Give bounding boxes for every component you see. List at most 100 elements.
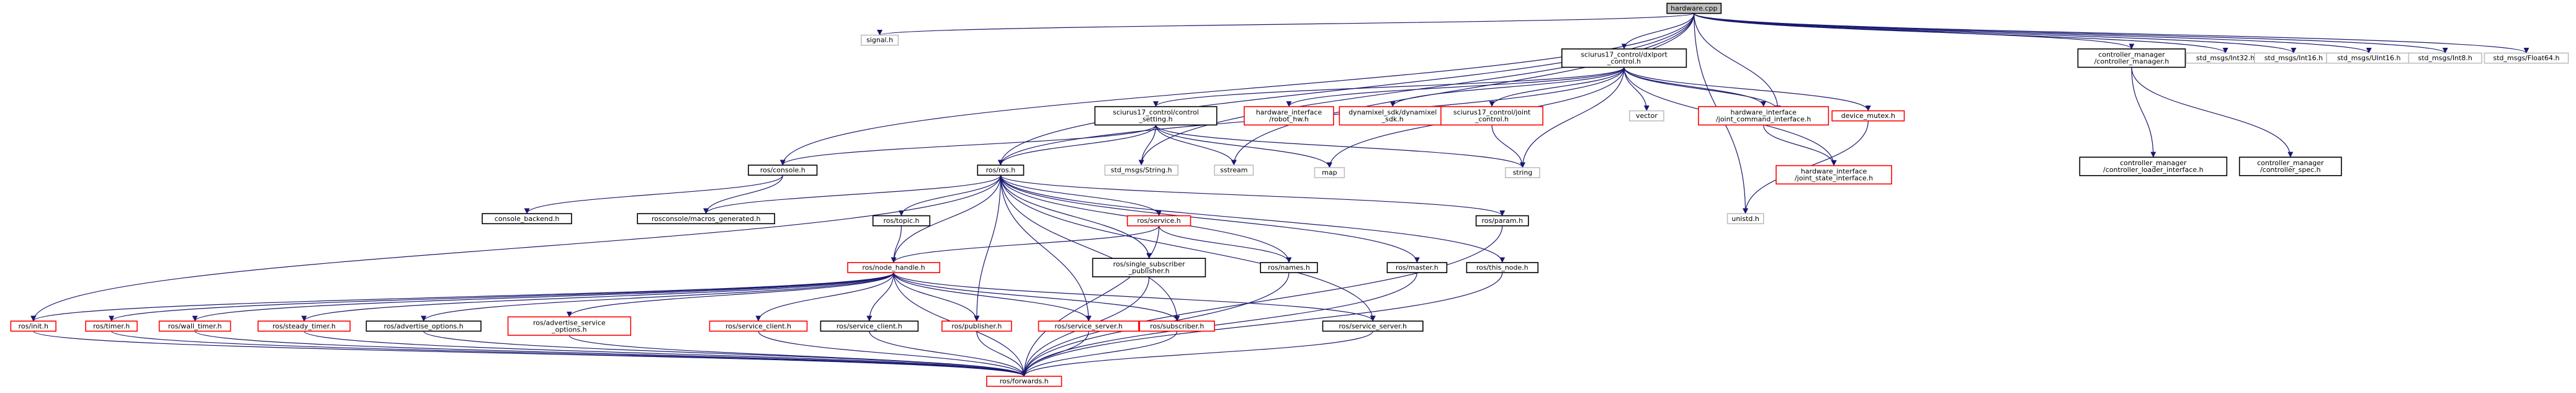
node-label: console_backend.h	[495, 215, 560, 223]
node-label: rosconsole/macros_generated.h	[652, 215, 761, 223]
node-ros-steady-timer[interactable]: ros/steady_timer.h	[257, 320, 351, 332]
node-box	[482, 213, 572, 225]
node-label: ros/node_handle.h	[862, 264, 925, 272]
edge-ros_node_handle-to-ros_publisher	[893, 273, 980, 322]
node-label: ros/ros.h	[986, 166, 1016, 174]
edge-ros_node_handle-to-ros_service_server_red	[893, 272, 1092, 322]
node-ros-param[interactable]: ros/param.h	[1475, 215, 1529, 227]
node-console-backend[interactable]: console_backend.h	[482, 213, 572, 225]
edge-ros_ros-to-ros_service_server	[1000, 175, 1376, 322]
node-ros-service-client[interactable]: ros/service_client.h	[820, 320, 919, 332]
node-label: /controller_manager.h	[2094, 58, 2170, 66]
node-box	[2408, 52, 2482, 64]
node-box	[861, 34, 899, 46]
node-rosconsole-macros[interactable]: rosconsole/macros_generated.h	[637, 213, 775, 225]
node-label: _control.h	[1607, 58, 1641, 66]
edge-sciurus_setting-to-string	[1155, 125, 1525, 168]
node-box	[1139, 320, 1215, 332]
node-ros-service-server[interactable]: ros/service_server.h	[1322, 320, 1424, 332]
node-ros-advertise-service[interactable]: ros/advertise_service_options.h	[507, 316, 632, 336]
edge-hardware_cpp-to-std_int8	[1694, 12, 2448, 54]
node-box	[2077, 48, 2186, 68]
edge-ros_node_handle-to-ros_steady_timer	[301, 272, 894, 322]
node-ros-master[interactable]: ros/master.h	[1386, 262, 1448, 273]
node-label: map	[1322, 169, 1337, 177]
node-ros-ros[interactable]: ros/ros.h	[977, 165, 1025, 176]
node-label: std_msgs/UInt16.h	[2337, 54, 2400, 62]
node-box	[2079, 156, 2228, 176]
node-ros-this-node[interactable]: ros/this_node.h	[1466, 262, 1539, 273]
edge-sciurus_port-to-dynamixel_sdk	[1389, 67, 1625, 107]
node-hw-joint-cmd[interactable]: hardware_interface/joint_command_interfa…	[1698, 106, 1829, 126]
edge-ros_service_server_red-to-ros_forwards	[1021, 331, 1089, 377]
edge-ros_console-to-console_backend	[524, 174, 783, 214]
node-sciurus-setting[interactable]: sciurus17_control/control_setting.h	[1094, 106, 1218, 126]
edge-cm_cm-to-cm_spec	[2131, 67, 2294, 158]
node-label: _publisher.h	[1128, 267, 1170, 275]
node-box	[85, 320, 138, 332]
node-sciurus-joint[interactable]: sciurus17_control/joint_control.h	[1440, 106, 1543, 126]
edge-ros_this_node-to-ros_forwards	[1021, 273, 1503, 377]
node-label: ros/subscriber.h	[1150, 322, 1204, 330]
node-ros-single-pub[interactable]: ros/single_subscriber_publisher.h	[1092, 258, 1206, 278]
nodes-layer: hardware.cpp signal.h sciurus17_control/dx…	[10, 2, 2569, 387]
node-ros-names[interactable]: ros/names.h	[1260, 262, 1318, 273]
node-label: controller_manager	[2120, 159, 2187, 167]
node-ros-topic[interactable]: ros/topic.h	[872, 215, 931, 227]
node-cm-cm[interactable]: controller_manager/controller_manager.h	[2077, 48, 2186, 68]
node-hw-robot-hw[interactable]: hardware_interface/robot_hw.h	[1244, 106, 1334, 126]
node-box	[158, 320, 231, 332]
node-cm-loader[interactable]: controller_manager/controller_loader_int…	[2079, 156, 2228, 176]
node-label: ros/service_server.h	[1339, 322, 1407, 330]
edge-hardware_cpp-to-sstream	[1231, 13, 1695, 166]
node-box	[847, 262, 941, 273]
node-label: signal.h	[866, 36, 893, 44]
edge-hardware_cpp-to-std_uint16	[1694, 12, 2372, 54]
node-label: hardware_interface	[1731, 109, 1797, 117]
node-label: sstream	[1220, 166, 1247, 174]
edge-sciurus_port-to-sciurus_setting	[1153, 66, 1625, 107]
edge-hardware_cpp-to-sciurus_port	[1621, 13, 1695, 50]
node-label: string	[1513, 169, 1533, 177]
node-label: hardware.cpp	[1671, 4, 1717, 12]
node-ros-service-client-red[interactable]: ros/service_client.h	[709, 320, 808, 332]
node-label: ros/master.h	[1396, 264, 1438, 272]
node-box	[366, 320, 482, 332]
node-ros-node-handle[interactable]: ros/node_handle.h	[847, 262, 941, 273]
node-label: std_msgs/Float64.h	[2493, 54, 2559, 62]
node-label: sciurus17_control/joint	[1453, 109, 1531, 117]
node-label: ros/steady_timer.h	[272, 322, 336, 330]
node-ros-forwards[interactable]: ros/forwards.h	[986, 376, 1062, 387]
edge-ros_topic-to-ros_node_handle	[891, 225, 902, 263]
node-dynamixel-sdk[interactable]: dynamixel_sdk/dynamixel_sdk.h	[1339, 106, 1447, 126]
node-cm-spec[interactable]: controller_manager/controller_spec.h	[2238, 156, 2342, 176]
node-ros-wall-timer[interactable]: ros/wall_timer.h	[158, 320, 231, 332]
node-sciurus-port[interactable]: sciurus17_control/dxlport_control.h	[1561, 48, 1687, 68]
node-box	[1698, 106, 1829, 126]
node-ros-init[interactable]: ros/init.h	[10, 320, 56, 332]
node-label: std_msgs/Int8.h	[2418, 54, 2472, 62]
node-ros-advertise-options[interactable]: ros/advertise_options.h	[366, 320, 482, 332]
edge-ros_steady_timer-to-ros_forwards	[303, 330, 1027, 377]
node-ros-publisher[interactable]: ros/publisher.h	[941, 320, 1012, 332]
node-box	[1339, 106, 1447, 126]
node-box	[977, 165, 1025, 176]
node-ros-subscriber[interactable]: ros/subscriber.h	[1139, 320, 1215, 332]
node-label: std_msgs/String.h	[1111, 166, 1172, 174]
node-ros-service[interactable]: ros/service.h	[1126, 215, 1192, 227]
edge-ros_ros-to-ros_subscriber	[1000, 175, 1180, 322]
node-box	[748, 165, 818, 176]
node-hw-joint-state[interactable]: hardware_interface/joint_state_interface…	[1775, 165, 1893, 185]
node-ros-console[interactable]: ros/console.h	[748, 165, 818, 176]
node-ros-timer[interactable]: ros/timer.h	[85, 320, 138, 332]
node-label: std_msgs/Int16.h	[2264, 54, 2323, 62]
node-hardware-cpp[interactable]: hardware.cpp	[1666, 2, 1722, 14]
node-box	[1386, 262, 1448, 273]
node-ros-service-server-red[interactable]: ros/service_server.h	[1038, 320, 1139, 332]
edge-sciurus_setting-to-std_msgs_string	[1138, 125, 1157, 166]
node-device-mutex[interactable]: device_mutex.h	[1831, 110, 1905, 122]
node-box	[1260, 262, 1318, 273]
edge-sciurus_setting-to-map	[1155, 125, 1332, 168]
node-std-uint16: std_msgs/UInt16.h	[2326, 52, 2412, 64]
node-label: controller_manager	[2098, 51, 2165, 59]
